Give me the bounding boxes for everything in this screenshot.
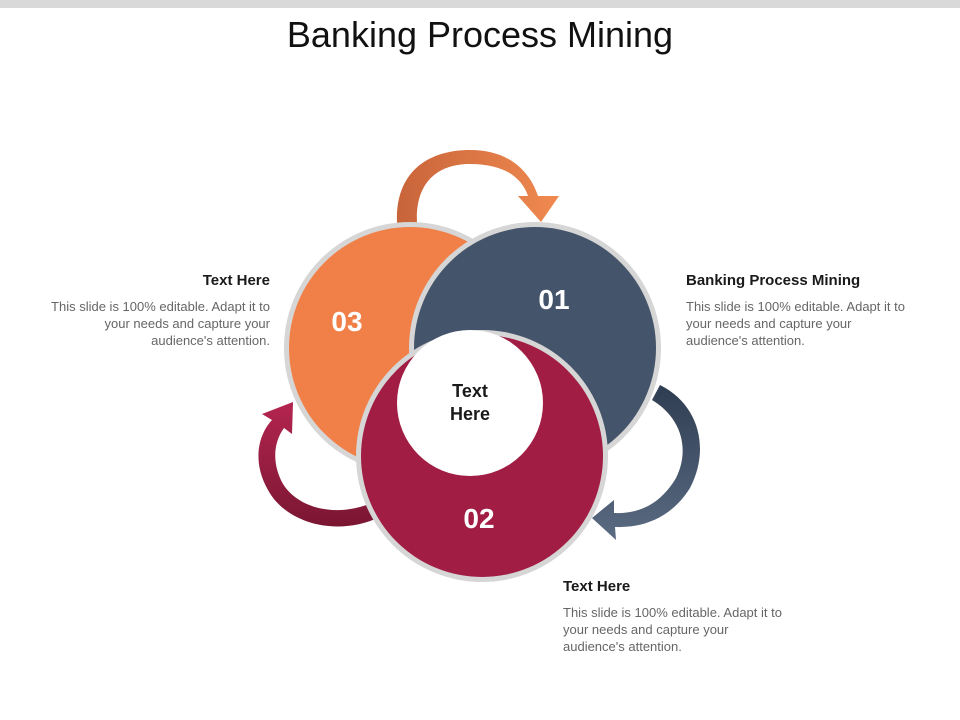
- text-block-right-heading: Banking Process Mining: [686, 272, 861, 289]
- circle-02-number: 02: [463, 503, 494, 534]
- text-block-bottom-heading: Text Here: [563, 578, 631, 595]
- text-block-left-heading: Text Here: [202, 272, 270, 289]
- center-label: Text Here: [400, 380, 540, 426]
- text-block-left: Text Here This slide is 100% editable. A…: [50, 272, 270, 349]
- text-block-right: Banking Process Mining This slide is 100…: [686, 272, 906, 349]
- center-disc: [397, 330, 543, 476]
- arrow-02-to-03: [258, 402, 380, 527]
- arrow-01-to-02: [592, 385, 700, 540]
- center-label-text: Text Here: [449, 381, 491, 424]
- slide-title: Banking Process Mining: [286, 14, 674, 55]
- circle-01-number: 01: [538, 284, 569, 315]
- circle-03-number: 03: [331, 306, 362, 337]
- text-block-bottom: Text Here This slide is 100% editable. A…: [563, 578, 783, 655]
- arrow-03-to-01: [396, 150, 559, 223]
- top-border-bar: [0, 0, 960, 8]
- text-block-left-body: This slide is 100% editable. Adapt it to…: [51, 299, 270, 348]
- text-block-bottom-body: This slide is 100% editable. Adapt it to…: [563, 605, 782, 654]
- text-block-right-body: This slide is 100% editable. Adapt it to…: [686, 299, 905, 348]
